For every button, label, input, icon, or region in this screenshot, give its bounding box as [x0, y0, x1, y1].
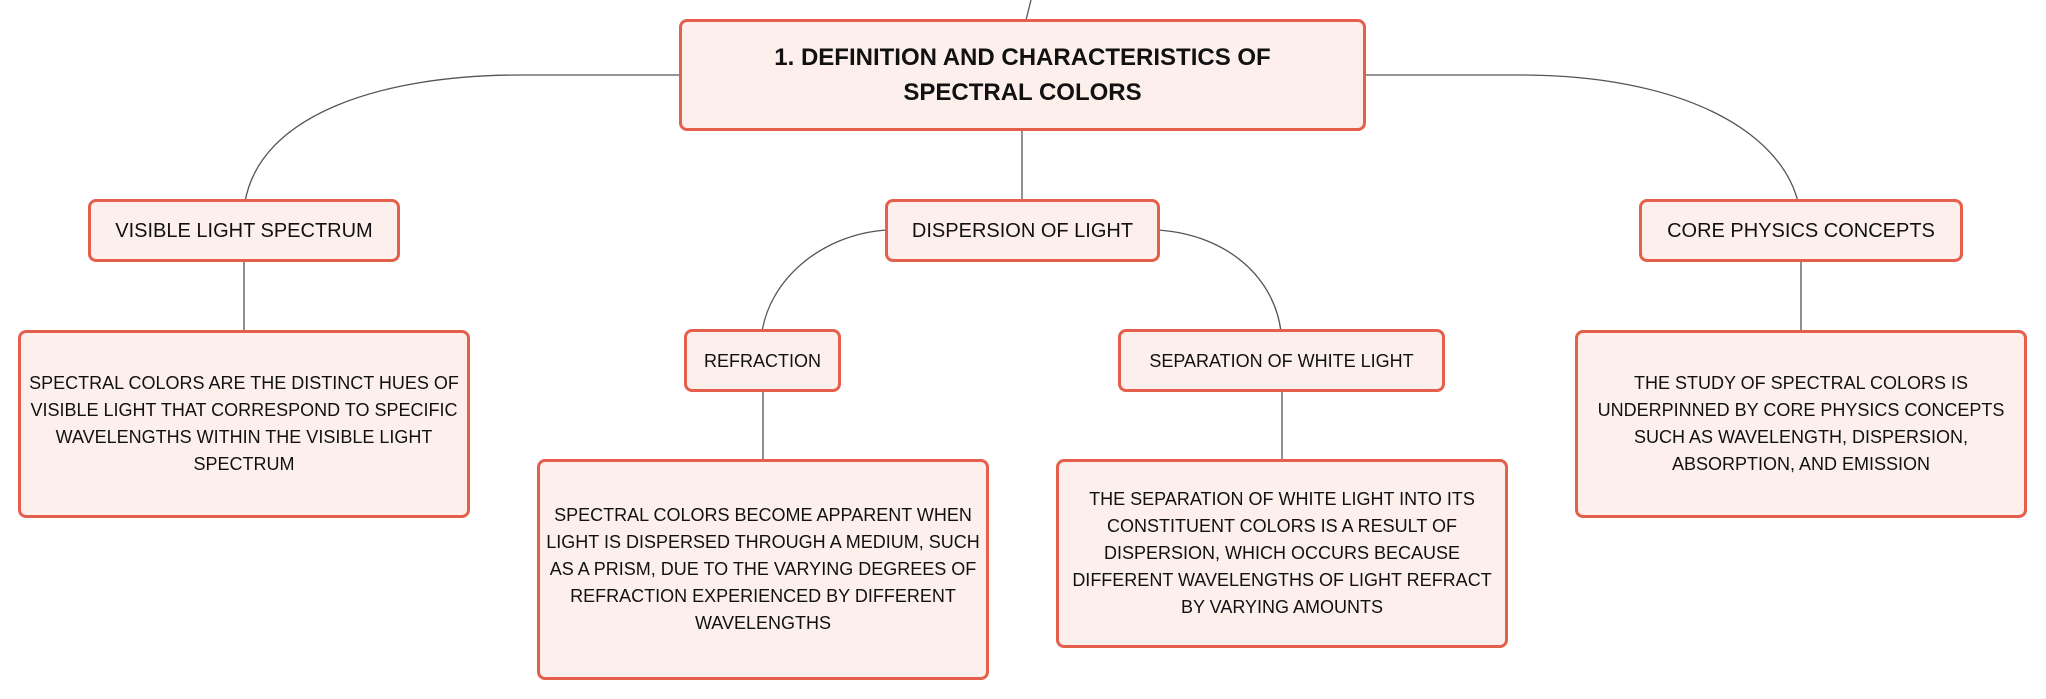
- root-topic-title: 1. DEFINITION AND CHARACTERISTICS OF SPE…: [774, 44, 1271, 106]
- core-physics-concepts-node[interactable]: CORE PHYSICS CONCEPTS: [1639, 199, 1963, 262]
- separation-of-white-light-node[interactable]: SEPARATION OF WHITE LIGHT: [1118, 329, 1445, 392]
- refraction-detail: SPECTRAL COLORS BECOME APPARENT WHEN LIG…: [546, 505, 980, 633]
- root-topic-node[interactable]: 1. DEFINITION AND CHARACTERISTICS OF SPE…: [679, 19, 1366, 131]
- visible-light-spectrum-node[interactable]: VISIBLE LIGHT SPECTRUM: [88, 199, 400, 262]
- connector-dispersion-to-refraction: [761, 229, 887, 333]
- refraction-detail-node[interactable]: SPECTRAL COLORS BECOME APPARENT WHEN LIG…: [537, 459, 989, 680]
- dispersion-of-light-label: DISPERSION OF LIGHT: [911, 219, 1134, 242]
- visible-light-spectrum-detail-node[interactable]: SPECTRAL COLORS ARE THE DISTINCT HUES OF…: [18, 330, 470, 518]
- visible-light-spectrum-detail: SPECTRAL COLORS ARE THE DISTINCT HUES OF…: [29, 373, 459, 474]
- connector-parent-to-root: [1025, 0, 1032, 21]
- separation-of-white-light-detail-node[interactable]: THE SEPARATION OF WHITE LIGHT INTO ITS C…: [1056, 459, 1508, 648]
- core-physics-concepts-detail: THE STUDY OF SPECTRAL COLORS IS UNDERPIN…: [1597, 373, 2005, 474]
- core-physics-concepts-label: CORE PHYSICS CONCEPTS: [1667, 219, 1935, 242]
- visible-light-spectrum-label: VISIBLE LIGHT SPECTRUM: [115, 219, 373, 242]
- refraction-node[interactable]: REFRACTION: [684, 329, 841, 392]
- dispersion-of-light-node[interactable]: DISPERSION OF LIGHT: [885, 199, 1160, 262]
- connector-root-to-physics: [1366, 74, 1799, 203]
- core-physics-concepts-detail-node[interactable]: THE STUDY OF SPECTRAL COLORS IS UNDERPIN…: [1575, 330, 2027, 518]
- separation-of-white-light-detail: THE SEPARATION OF WHITE LIGHT INTO ITS C…: [1072, 489, 1492, 617]
- connector-root-to-visible: [244, 74, 680, 203]
- connector-dispersion-to-separation: [1157, 229, 1282, 333]
- refraction-label: REFRACTION: [704, 350, 821, 371]
- separation-of-white-light-label: SEPARATION OF WHITE LIGHT: [1149, 350, 1414, 371]
